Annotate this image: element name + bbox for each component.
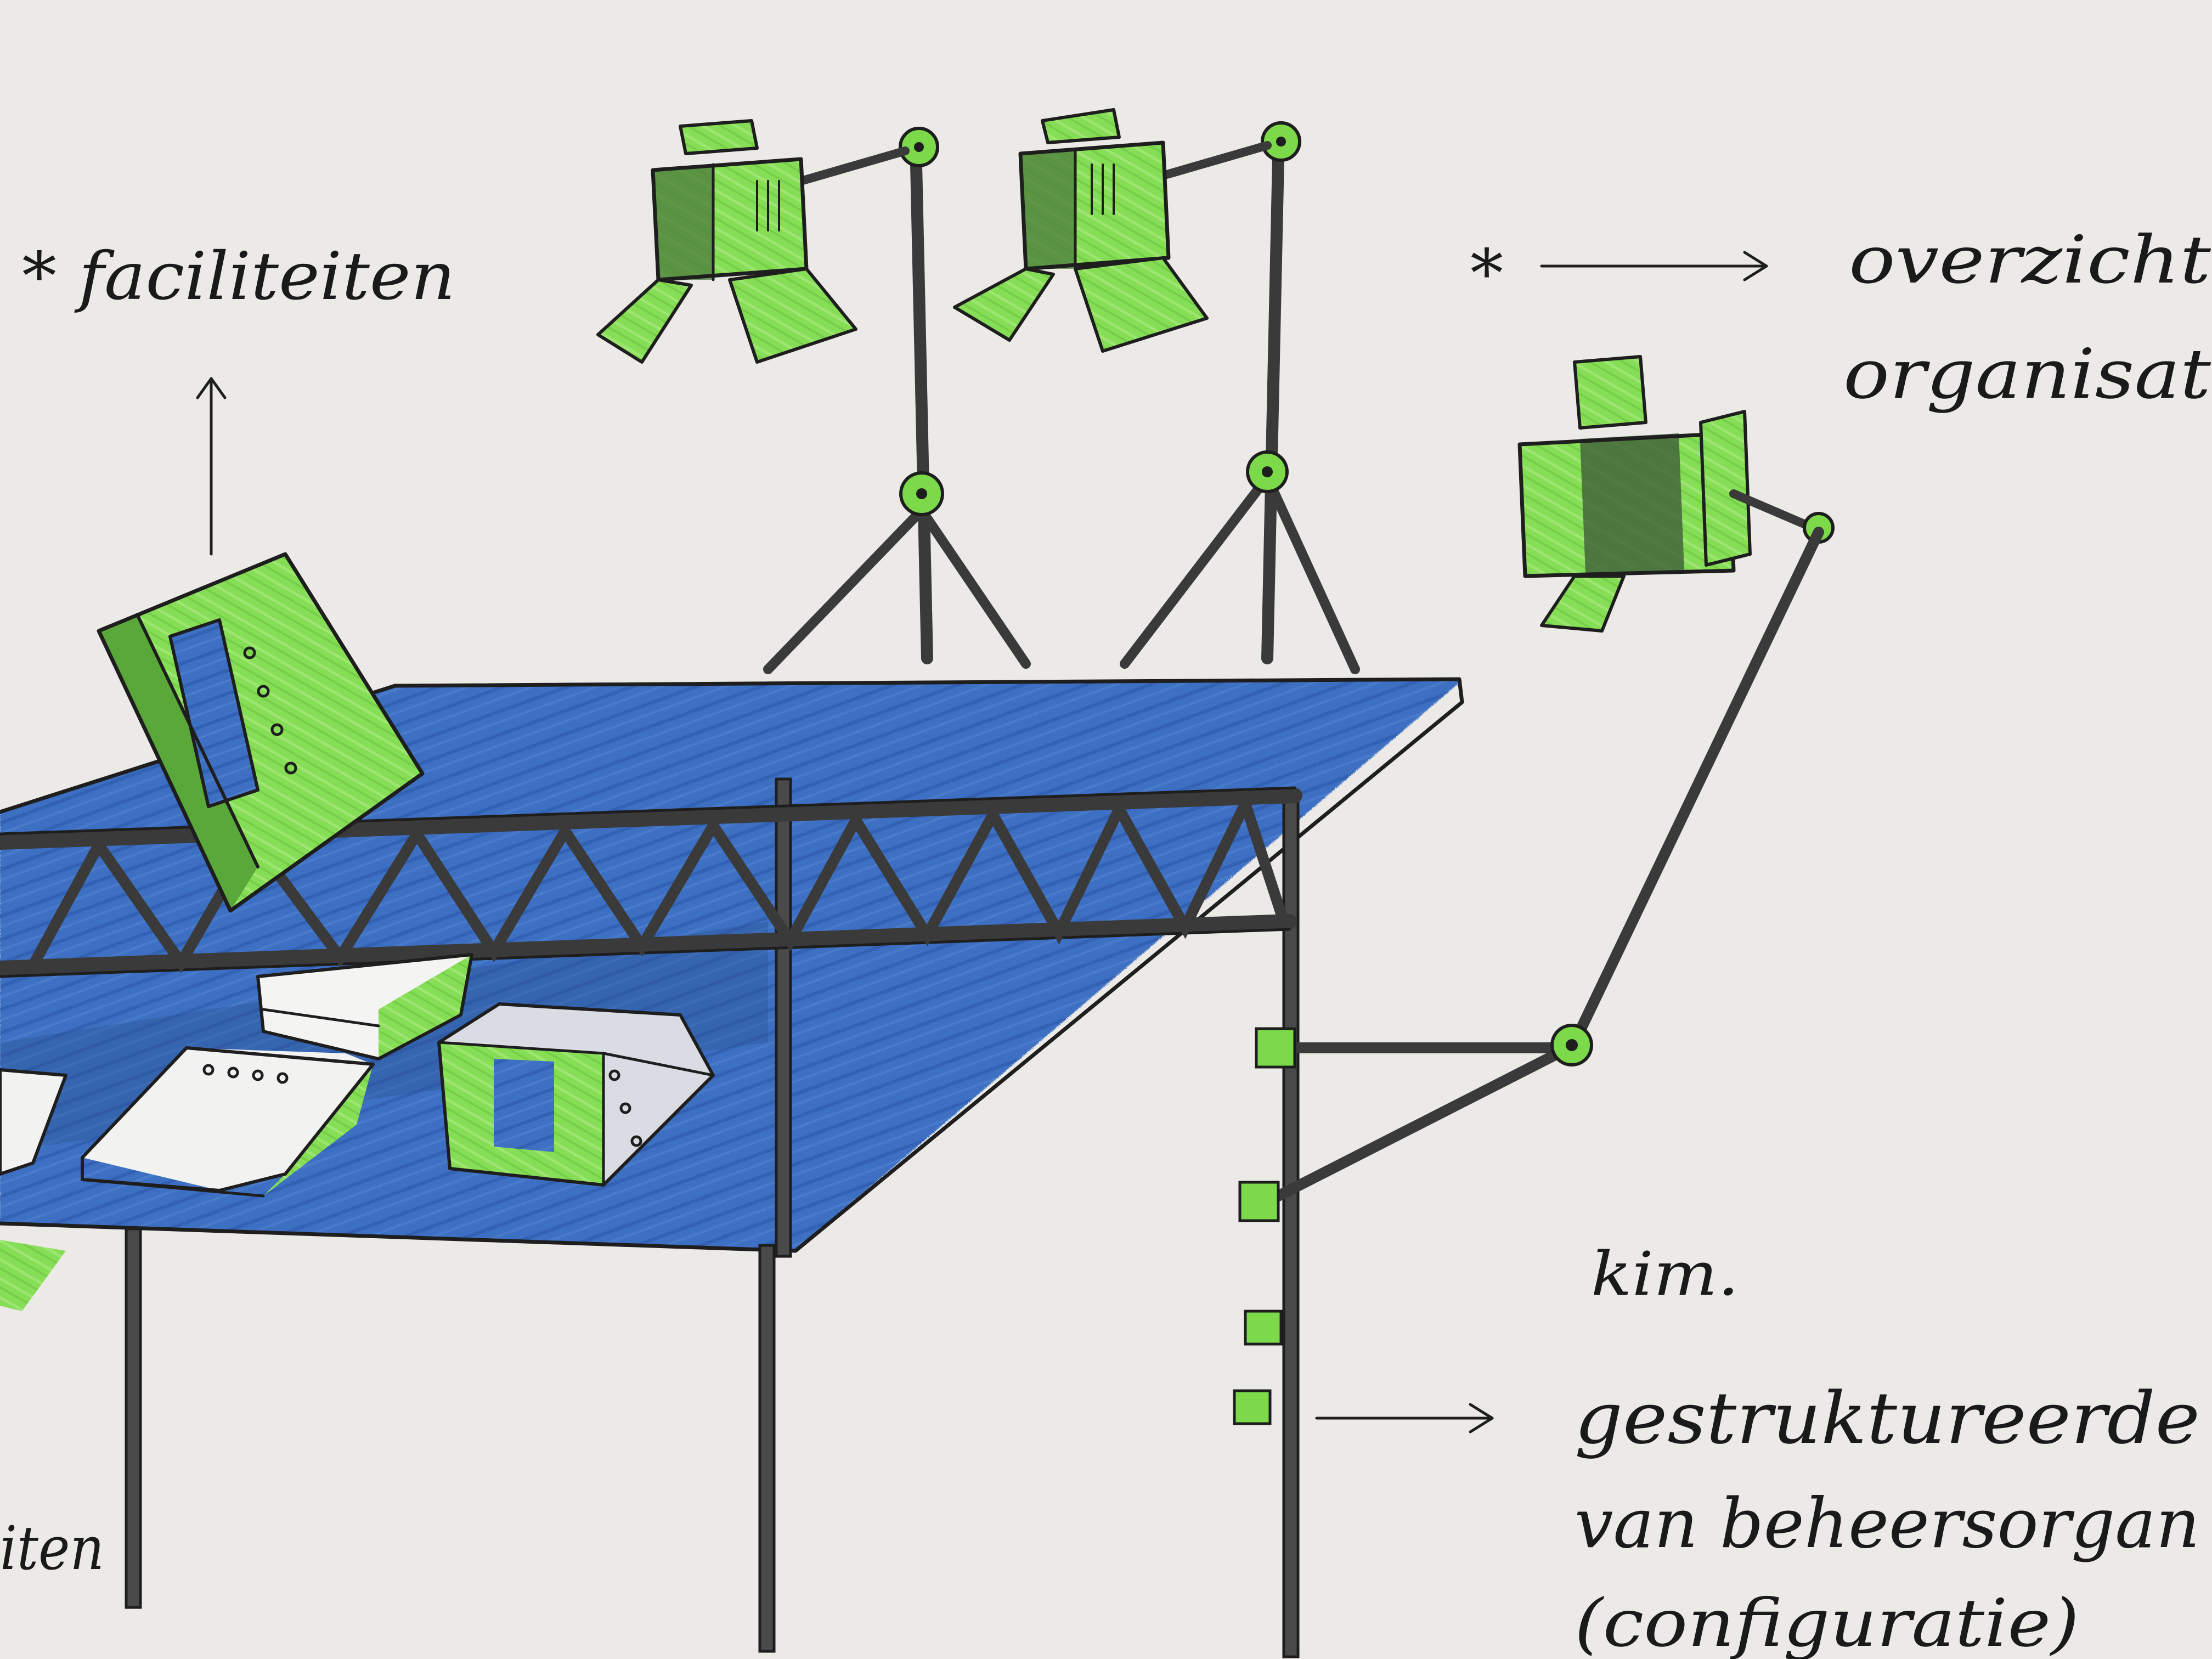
tripod-left [768, 128, 1026, 669]
arrow-right-overzicht [1542, 252, 1767, 280]
spotlight-middle [955, 110, 1207, 351]
label-faciliteiten: * faciliteiten [22, 239, 455, 315]
label-overzicht: overzicht [1849, 222, 2211, 298]
label-star: * [1470, 236, 1503, 312]
label-gestruktureerde: gestruktureerde [1575, 1376, 2200, 1460]
label-beheersorgan: van beheersorgan [1575, 1484, 2200, 1564]
label-configuratie: (configuratie) [1575, 1585, 2079, 1659]
arrow-up-faciliteiten [198, 379, 225, 554]
label-kim: kim. [1591, 1239, 1739, 1309]
spotlight-left [598, 121, 856, 362]
articulated-arm [1278, 532, 1819, 1196]
label-organisat: organisat [1843, 335, 2211, 414]
label-fragment-left: iten [0, 1513, 104, 1583]
arrow-right-gestruktureerde [1317, 1404, 1492, 1432]
